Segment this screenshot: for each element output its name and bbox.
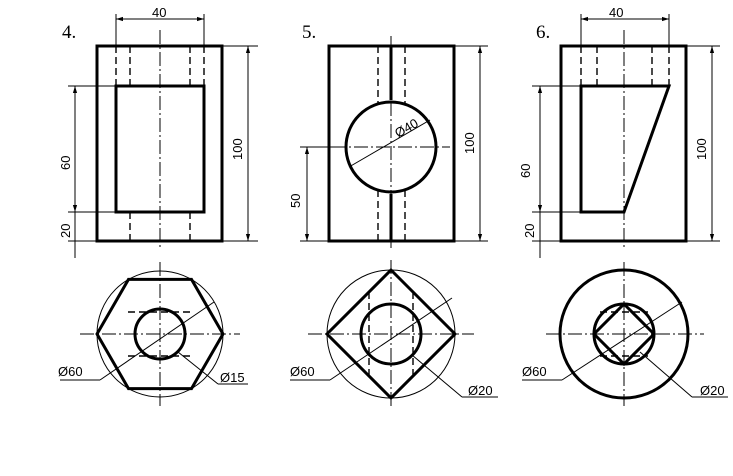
problem-5-top-view: Ø60 Ø20	[290, 260, 498, 408]
dim-height-bottom: 20	[58, 224, 73, 238]
dim-height-total: 100	[462, 132, 477, 154]
problem-6: 6. 40 100 60 20	[518, 5, 728, 406]
inclined-cutout	[579, 84, 672, 214]
leader-line	[99, 301, 215, 381]
dim-top-width: 40	[609, 5, 623, 20]
callout-outer-diameter: Ø60	[58, 364, 83, 379]
leader-line	[561, 301, 683, 381]
dim-hole-diameter: Ø40	[392, 115, 421, 140]
dim-height-bottom: 20	[522, 224, 537, 238]
callout-inner-diameter: Ø15	[220, 370, 245, 385]
problem-6-top-view: Ø60 Ø20	[522, 262, 728, 406]
leader-line	[177, 351, 219, 385]
dim-top-width: 40	[152, 5, 166, 20]
callout-outer-diameter: Ø60	[290, 364, 315, 379]
callout-inner-diameter: Ø20	[468, 383, 493, 398]
problem-5-front-view: Ø40 100 50	[288, 36, 488, 250]
leader-line	[639, 351, 693, 398]
problem-4-top-view: Ø60 Ø15	[58, 262, 248, 406]
leader-line	[348, 119, 431, 168]
dim-height-total: 100	[694, 138, 709, 160]
leader-line	[329, 297, 453, 381]
dim-height-center: 50	[288, 194, 303, 208]
dim-height-total: 100	[230, 138, 245, 160]
dim-height-mid: 60	[58, 156, 73, 170]
leader-line	[411, 354, 463, 398]
problem-5: 5. Ø40 100 50	[288, 22, 498, 408]
problem-5-number: 5.	[302, 22, 316, 43]
problem-4-front-view: 40 100 60 20	[58, 5, 258, 258]
problem-4: 4. 40 100	[58, 5, 258, 406]
dim-height-mid: 60	[518, 164, 533, 178]
callout-inner-diameter: Ø20	[700, 383, 725, 398]
problem-4-number: 4.	[62, 22, 76, 43]
problem-6-number: 6.	[536, 22, 550, 43]
callout-outer-diameter: Ø60	[522, 364, 547, 379]
problem-6-front-view: 40 100 60 20	[518, 5, 720, 258]
